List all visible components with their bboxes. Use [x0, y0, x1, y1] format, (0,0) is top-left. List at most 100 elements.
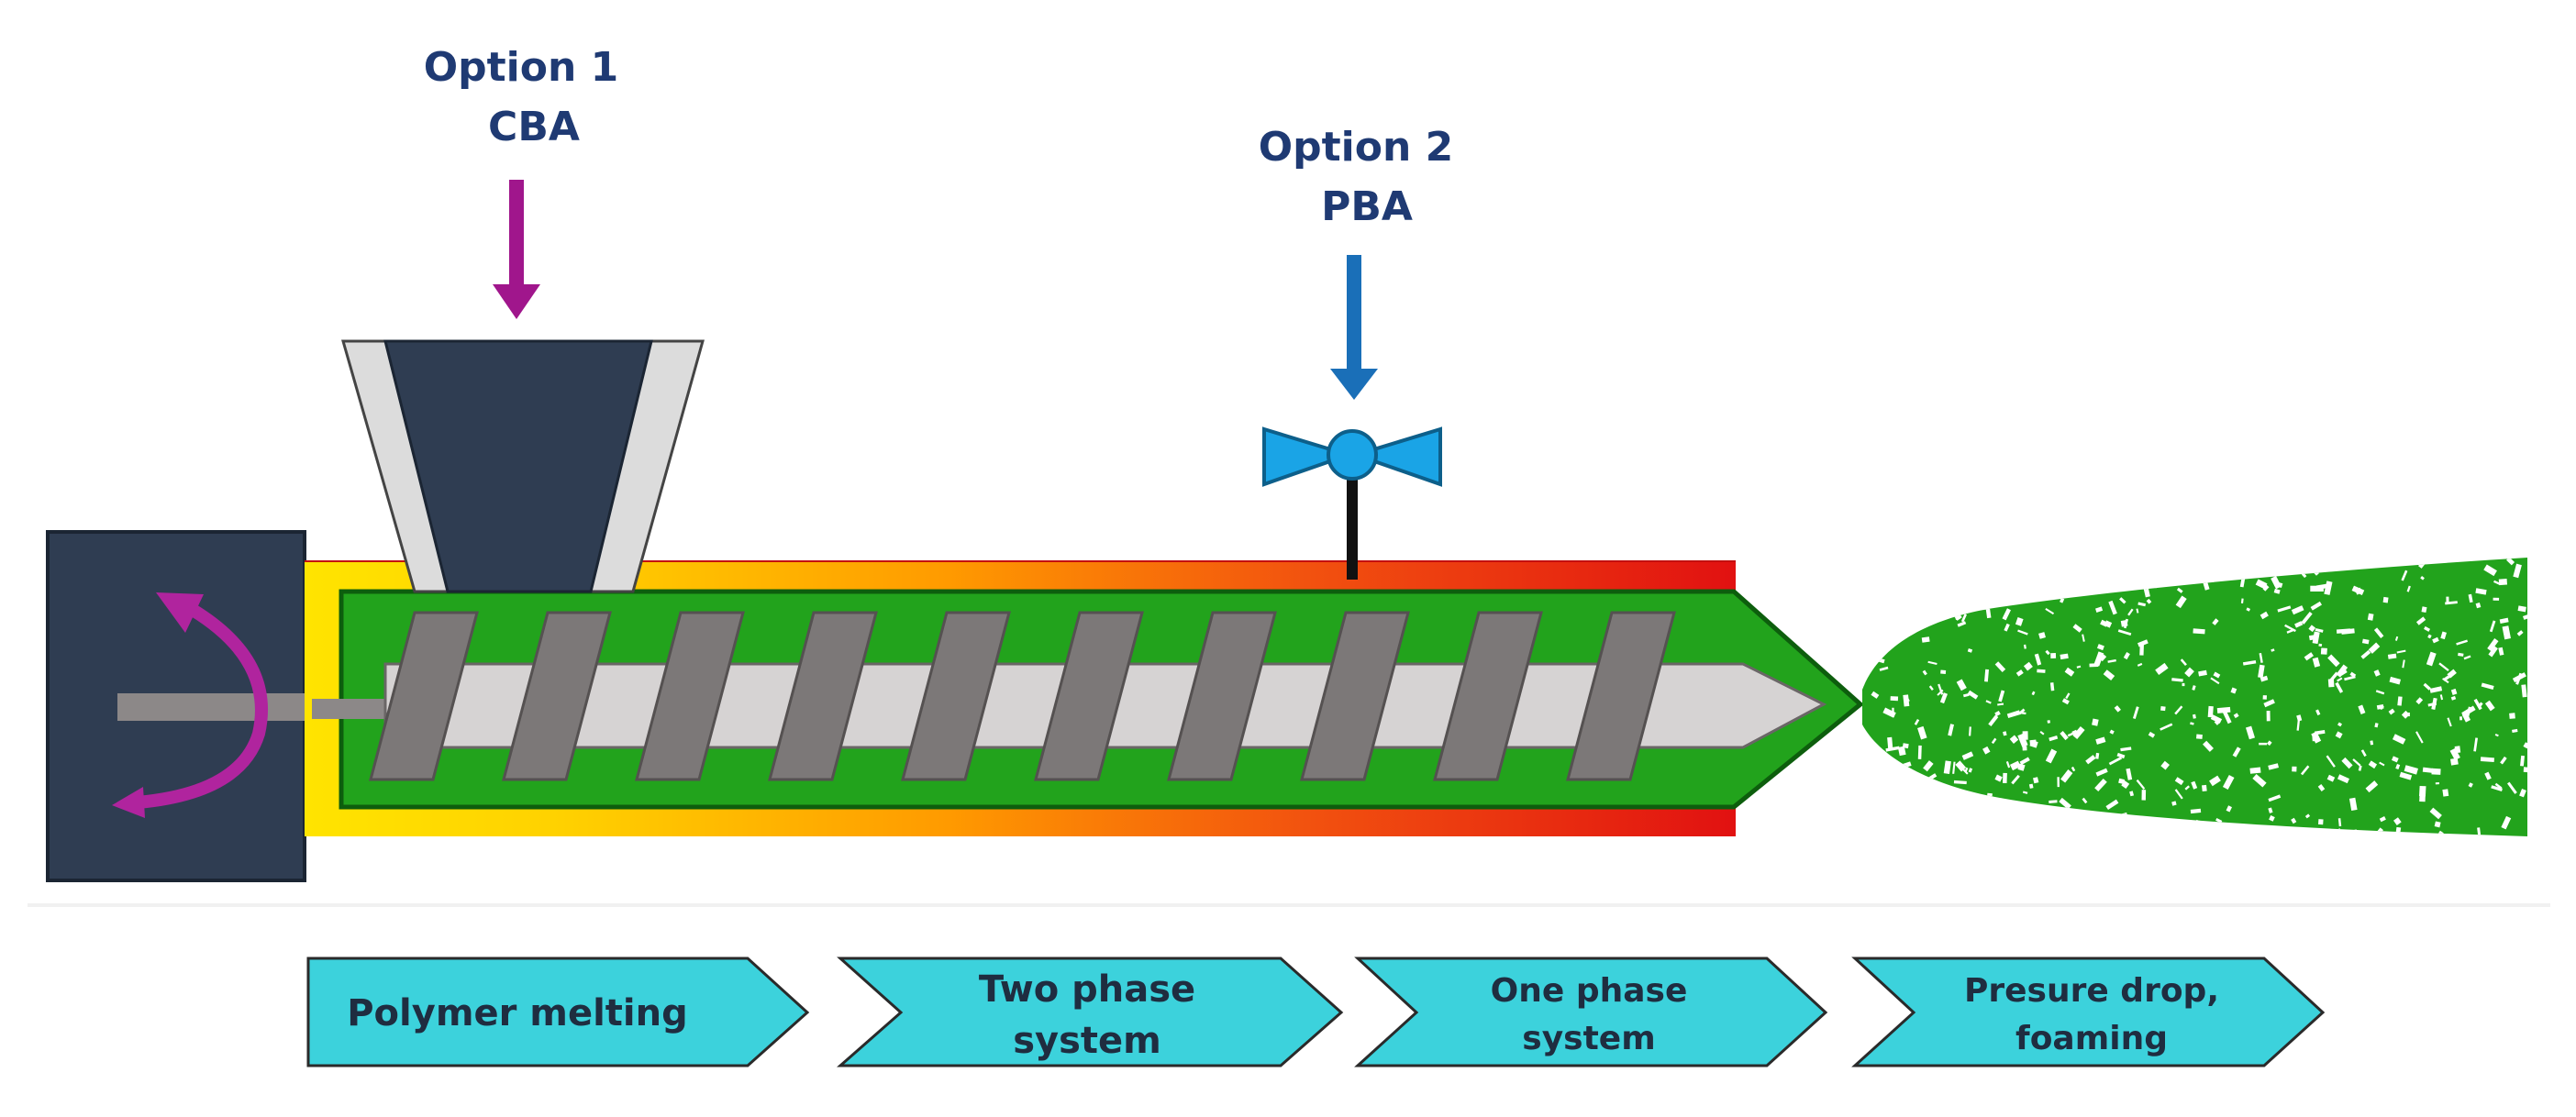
foam-speck	[2038, 632, 2046, 639]
foam-speck	[1941, 830, 1953, 835]
foam-speck	[2120, 747, 2132, 752]
foam-speck	[2320, 647, 2327, 655]
foam-speck	[1990, 824, 1995, 833]
foam-speck	[2109, 729, 2115, 735]
foam-speck	[2117, 629, 2132, 636]
foam-speck	[1910, 834, 1915, 836]
foam-speck	[2072, 726, 2085, 740]
foam-speck	[2210, 714, 2223, 724]
foam-speck	[1888, 710, 1894, 716]
foam-speck	[2072, 570, 2080, 581]
foam-speck	[1977, 810, 1987, 816]
foam-speck	[2015, 617, 2024, 626]
foam-speck	[2337, 677, 2343, 682]
foam-speck	[2161, 832, 2169, 836]
foam-speck	[2047, 720, 2051, 724]
foam-speck	[2215, 831, 2223, 836]
foam-speck	[2174, 777, 2184, 786]
foam-speck	[2513, 563, 2522, 579]
foam-speck	[2389, 676, 2402, 685]
foam-speck	[2312, 631, 2320, 645]
foam-speck	[2180, 658, 2187, 667]
foam-speck	[2439, 694, 2444, 701]
foam-speck	[2092, 718, 2099, 726]
foam-speck	[2023, 644, 2026, 649]
stage-2-line-1: Two phase	[979, 968, 1195, 1011]
foam-speck	[2148, 731, 2156, 738]
foam-speck	[2415, 616, 2426, 625]
foam-speck	[2515, 672, 2523, 685]
foam-speck	[2182, 558, 2191, 562]
foam-speck	[2152, 574, 2162, 589]
option1-title: Option 1	[424, 44, 619, 91]
stage-3-line-1: One phase	[1491, 972, 1688, 1010]
foam-speck	[2493, 597, 2500, 601]
foam-speck	[2317, 819, 2324, 825]
foam-speck	[2065, 692, 2071, 700]
foam-speck	[2365, 780, 2379, 793]
foam-speck	[2226, 570, 2229, 579]
foam-speck	[2431, 768, 2441, 775]
foam-speck	[2259, 742, 2268, 746]
foam-speck	[1984, 669, 1989, 682]
foam-speck	[1965, 800, 1971, 805]
foam-speck	[2190, 808, 2202, 814]
foam-speck	[2341, 757, 2353, 769]
foam-speck	[1927, 660, 1938, 665]
foam-speck	[2473, 737, 2478, 752]
foam-speck	[2382, 596, 2389, 603]
foam-speck	[2008, 585, 2017, 594]
foam-speck	[2432, 636, 2439, 644]
foam-speck	[2339, 669, 2348, 677]
foam-speck	[2480, 757, 2494, 763]
foam-speck	[1958, 597, 1964, 603]
foam-speck	[2082, 797, 2088, 804]
foam-speck	[2212, 618, 2219, 625]
foam-speck	[2337, 818, 2342, 827]
foam-speck	[2308, 625, 2316, 633]
foam-speck	[2335, 731, 2343, 739]
foam-speck	[2315, 628, 2324, 633]
foam-speck	[2196, 734, 2203, 739]
foam-speck	[2337, 828, 2345, 836]
process-stages: Polymer melting Two phase system One pha…	[306, 957, 2326, 1067]
foam-speck	[1917, 725, 1927, 740]
foam-speck	[1943, 760, 1951, 774]
foam-speck	[1998, 690, 2005, 702]
foam-speck	[2076, 665, 2082, 669]
divider	[28, 903, 2550, 907]
foam-speck	[2141, 790, 2147, 801]
foam-speck	[2296, 718, 2301, 731]
foam-speck	[2449, 747, 2460, 761]
foam-speck	[2336, 664, 2348, 678]
foam-speck	[2191, 780, 2198, 790]
foam-speck	[2271, 648, 2275, 652]
foam-speck	[2397, 696, 2403, 706]
foam-speck	[2009, 735, 2019, 745]
foam-speck	[1928, 685, 1934, 691]
foam-speck	[2310, 585, 2324, 592]
foam-speck	[1948, 724, 1954, 736]
foam-speck	[2017, 629, 2028, 636]
foam-speck	[2118, 778, 2126, 784]
stage-4-line-2: foaming	[2015, 1020, 2168, 1057]
foam-speck	[1957, 621, 1967, 627]
foam-speck	[2494, 734, 2499, 737]
foam-speck	[2095, 752, 2100, 759]
foam-speck	[2043, 828, 2051, 836]
foam-speck	[2096, 644, 2104, 651]
foam-speck	[2095, 832, 2108, 836]
foam-speck	[1997, 702, 2004, 706]
foam-speck	[2368, 835, 2378, 836]
foam-speck	[2427, 702, 2437, 707]
foam-speck	[2361, 638, 2370, 645]
foam-speck	[2393, 817, 2402, 825]
foam-speck	[1934, 590, 1943, 603]
foam-speck	[1923, 566, 1931, 575]
foam-speck	[2060, 653, 2069, 660]
foam-speck	[2232, 747, 2241, 758]
option1-arrow-icon	[493, 180, 540, 319]
foam-speck	[2489, 620, 2496, 633]
foam-speck	[2061, 698, 2070, 705]
